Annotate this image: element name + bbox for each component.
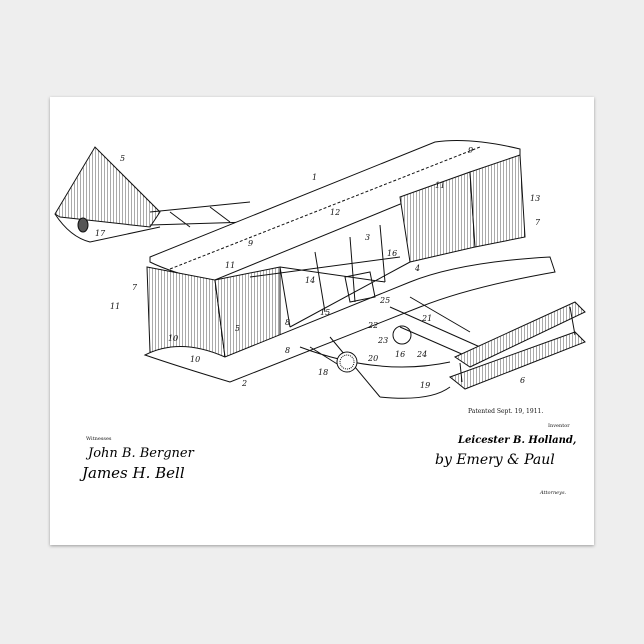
numeral: 5 <box>235 325 240 333</box>
patent-date: Patented Sept. 19, 1911. <box>468 409 543 416</box>
numeral: 22 <box>368 322 378 330</box>
numeral: 19 <box>420 382 430 390</box>
numeral: 8 <box>285 347 290 355</box>
numeral: 25 <box>380 297 390 305</box>
numeral: 7 <box>132 284 137 292</box>
numeral: 4 <box>415 265 420 273</box>
wheel <box>393 326 411 344</box>
attorney-signature: by Emery & Paul <box>435 453 555 468</box>
inventor-name: Leicester B. Holland, <box>458 435 576 446</box>
numeral: 16 <box>395 351 405 359</box>
numeral: 3 <box>365 234 370 242</box>
numeral: 11 <box>110 303 120 311</box>
numeral: 2 <box>242 380 247 388</box>
numeral: 14 <box>305 277 315 285</box>
numeral: 11 <box>435 182 445 190</box>
numeral: 20 <box>368 355 378 363</box>
numeral: 24 <box>417 351 427 359</box>
attorneys-label: Attorneys. <box>540 491 566 497</box>
left-side-curtain <box>147 267 225 357</box>
numeral: 6 <box>520 377 525 385</box>
numeral: 16 <box>387 250 397 258</box>
numeral: 11 <box>225 262 235 270</box>
numeral: 17 <box>95 230 105 238</box>
numeral: 7 <box>535 219 540 227</box>
numeral: 23 <box>378 337 388 345</box>
numeral: 15 <box>320 309 330 317</box>
seat <box>345 272 375 302</box>
numeral: 12 <box>330 209 340 217</box>
witness-signature-1: John B. Bergner <box>88 447 194 461</box>
numeral: 21 <box>422 315 432 323</box>
tail-wheel <box>78 218 88 232</box>
numeral: 8 <box>285 319 290 327</box>
numeral: 13 <box>530 195 540 203</box>
witness-signature-2: James H. Bell <box>82 465 185 482</box>
tail-box <box>55 147 160 227</box>
patent-drawing-sheet: 1 5 17 12 9 11 13 7 9 11 7 11 3 16 4 10 … <box>50 97 594 545</box>
witnesses-label: Witnesses <box>86 437 112 443</box>
numeral: 10 <box>168 335 178 343</box>
numeral: 9 <box>248 240 253 248</box>
inventor-label: Inventor <box>548 424 570 430</box>
numeral: 5 <box>120 155 125 163</box>
numeral: 18 <box>318 369 328 377</box>
numeral: 10 <box>190 356 200 364</box>
numeral: 9 <box>468 147 473 155</box>
numeral: 1 <box>312 174 317 182</box>
